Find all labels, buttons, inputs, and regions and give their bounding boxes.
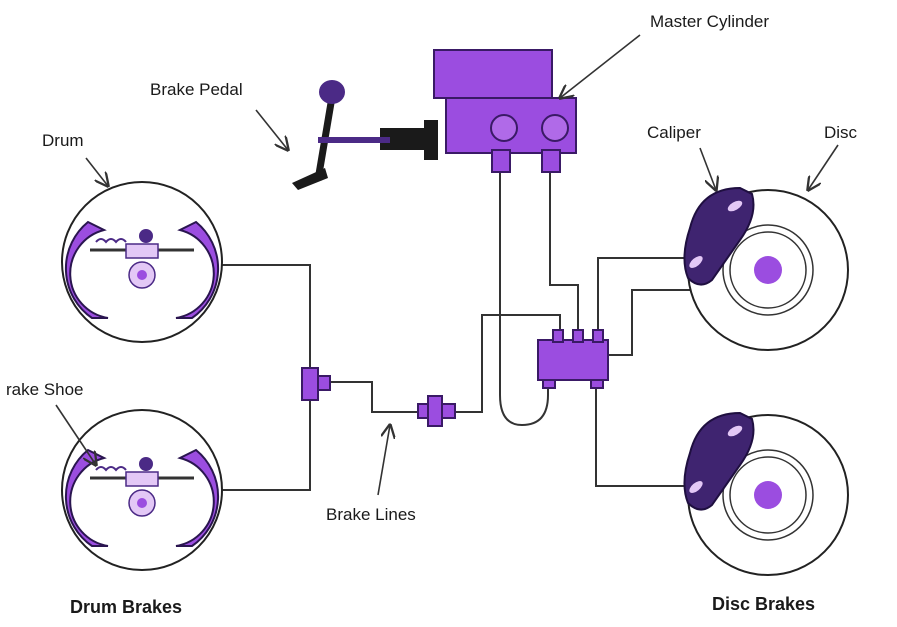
brake-shoe-label: rake Shoe <box>6 380 84 399</box>
brake-lines-arrow <box>377 425 390 496</box>
brake-lines-label: Brake Lines <box>326 505 416 524</box>
caliper-arrow <box>699 147 716 190</box>
disc-brake-bottom <box>683 411 849 576</box>
disc-label: Disc <box>824 123 858 142</box>
brake-pedal-arrow <box>255 109 288 150</box>
caliper-label: Caliper <box>647 123 701 142</box>
brake-pedal-label: Brake Pedal <box>150 80 243 99</box>
drum-label: Drum <box>42 131 84 150</box>
disc-brake-top <box>683 186 849 351</box>
master-cylinder-label: Master Cylinder <box>650 12 769 31</box>
brake-pedal <box>292 80 390 190</box>
disc-brakes-label: Disc Brakes <box>712 594 815 614</box>
proportioning-valve <box>417 395 456 427</box>
label-arrows <box>55 34 839 496</box>
drum-arrow <box>85 157 108 186</box>
drum-brake-top <box>61 181 223 343</box>
brake-shoe-arrow <box>55 404 96 465</box>
master-cylinder <box>380 49 577 173</box>
disc-arrow <box>808 144 839 190</box>
t-junction <box>301 367 331 401</box>
combination-valve <box>537 329 609 389</box>
drum-brake-bottom <box>61 409 223 571</box>
master-cylinder-arrow <box>560 34 641 98</box>
brake-lines <box>222 170 690 491</box>
drum-brakes-label: Drum Brakes <box>70 597 182 617</box>
